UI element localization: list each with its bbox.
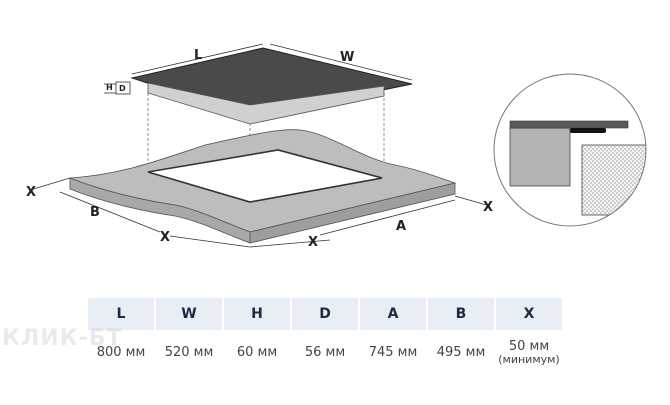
value-cell-h: 60 мм: [236, 344, 278, 360]
value-cell-w: 520 мм: [164, 344, 214, 360]
countertop-section: [509, 127, 571, 187]
header-cell-h: H: [224, 298, 290, 330]
countertop-front-edge: [69, 177, 251, 244]
label-x-bottom: X: [308, 235, 318, 250]
dimensions-table: L W H D A B X 800 мм 520 мм 60 мм 56 мм …: [86, 296, 564, 374]
hob-panel-section: [509, 120, 629, 129]
cross-section-detail: [494, 74, 646, 226]
table-values-row: 800 мм 520 мм 60 мм 56 мм 745 мм 495 мм …: [88, 332, 562, 372]
hob-frame-side: [147, 82, 385, 125]
table-header-row: L W H D A B X: [88, 298, 562, 330]
seal-section: [570, 128, 606, 133]
cabinet-section: [581, 144, 646, 216]
cutout: [147, 149, 383, 203]
label-b: B: [90, 205, 100, 220]
label-w: W: [340, 50, 354, 65]
value-cell-l: 800 мм: [96, 344, 146, 360]
header-cell-x: X: [496, 298, 562, 330]
installation-diagram: L W H D X B X X A X: [26, 43, 647, 250]
value-cell-b: 495 мм: [436, 344, 486, 360]
label-x-left: X: [26, 185, 36, 200]
label-a: A: [396, 219, 406, 234]
detail-circle-outline: [493, 73, 647, 227]
header-cell-l: L: [88, 298, 154, 330]
header-cell-a: A: [360, 298, 426, 330]
value-cell-a: 745 мм: [368, 344, 418, 360]
label-d: D: [119, 84, 126, 93]
header-cell-b: B: [428, 298, 494, 330]
value-cell-x: 50 мм (минимум): [496, 332, 562, 372]
hob: [130, 47, 413, 125]
value-cell-d: 56 мм: [304, 344, 346, 360]
label-x-front: X: [160, 230, 170, 245]
label-x-right: X: [483, 200, 493, 215]
header-cell-w: W: [156, 298, 222, 330]
value-x-note: (минимум): [498, 352, 560, 366]
value-x: 50 мм: [508, 338, 550, 354]
dimension-lines: [29, 43, 491, 248]
countertop: [69, 129, 457, 244]
watermark: КЛИК-БТ: [2, 326, 123, 351]
header-cell-d: D: [292, 298, 358, 330]
label-h: H: [106, 83, 113, 92]
label-l: L: [194, 48, 202, 63]
